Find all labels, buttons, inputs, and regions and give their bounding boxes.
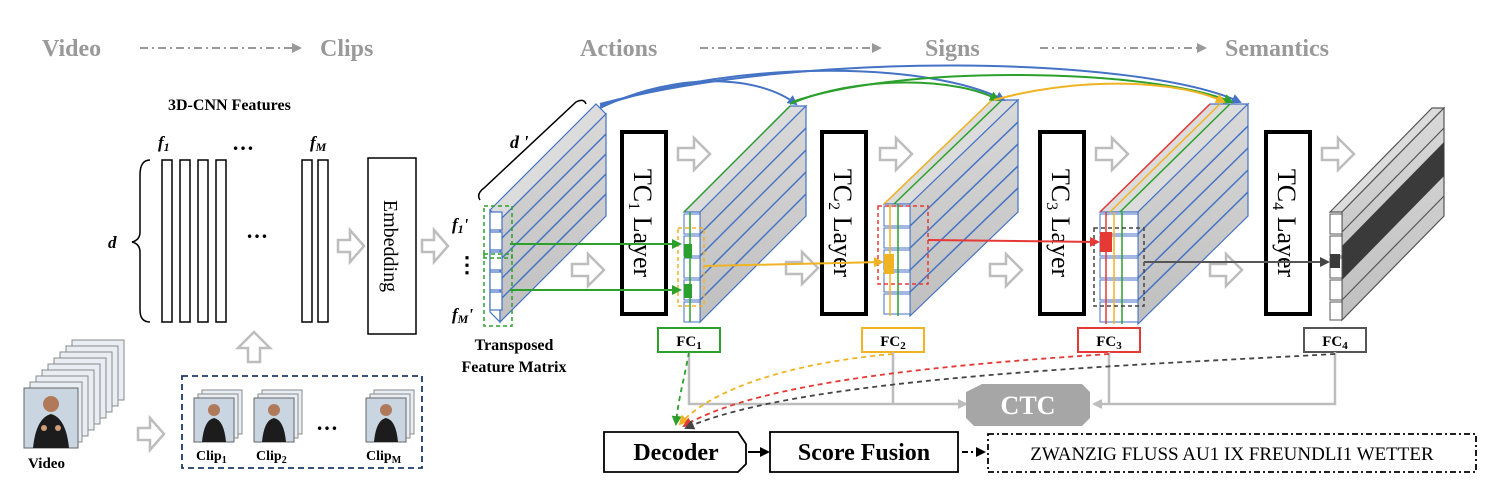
label-d: d [108, 233, 117, 252]
clip-1 [193, 389, 243, 443]
fc4-label: FC4 [1322, 334, 1348, 352]
embedding-box [367, 157, 417, 335]
label-fM: fM [310, 133, 327, 154]
skip-yellow-1 [993, 82, 1226, 103]
video-frame-stack [23, 339, 125, 449]
feature-block-1 [677, 104, 808, 324]
score-fusion-label: Score Fusion [798, 440, 930, 466]
dashed-fc2-decoder [678, 353, 894, 426]
line-fc4-ctc [1092, 352, 1337, 409]
clips-dots: … [316, 410, 338, 435]
features-dots-top: … [232, 130, 254, 155]
label-fM-prime: fM' [452, 305, 473, 326]
stage-actions: Actions [580, 36, 657, 62]
decoder-box [603, 431, 747, 473]
stage-semantics: Semantics [1225, 36, 1329, 62]
tc1-layer-box [620, 130, 668, 316]
tc1-layer-label: TC1 Layer [625, 169, 657, 278]
label-f1: f1 [158, 133, 170, 154]
feature-block-4 [1328, 106, 1446, 322]
fc3-label: FC3 [1096, 334, 1122, 352]
arrow-block2-to-block3 [927, 236, 1100, 247]
fc2-label: FC2 [880, 334, 906, 352]
score-fusion-box [769, 431, 959, 473]
clip-1-label: Clip1 [196, 449, 227, 466]
line-fc1-ctc [687, 352, 968, 409]
video-label: Video [28, 456, 65, 472]
stage-video: Video [42, 36, 101, 62]
clip-2 [253, 389, 303, 443]
brace-d [131, 159, 151, 323]
decoder-label: Decoder [633, 440, 719, 466]
tc4-layer-box [1264, 130, 1312, 316]
fc3-box [1077, 327, 1141, 353]
clip-2-label: Clip2 [256, 449, 287, 466]
skip-blue-2 [599, 69, 1006, 107]
clip-M [365, 389, 415, 443]
ctc-box [966, 384, 1090, 426]
tc4-layer-label: TC4 Layer [1269, 169, 1301, 278]
transposed-label-line2: Feature Matrix [462, 359, 567, 376]
stage-signs: Signs [925, 36, 980, 62]
dashed-fc1-decoder [671, 351, 690, 426]
features-title: 3D-CNN Features [168, 97, 291, 114]
hollow-arrows [136, 134, 1356, 454]
signer-body [33, 414, 69, 448]
tc2-layer-label: TC2 Layer [825, 169, 857, 278]
skip-green-2 [791, 74, 1234, 104]
ctc-label: CTC [1001, 391, 1056, 420]
embedding-label: Embedding [379, 200, 401, 292]
stage-clips: Clips [320, 36, 373, 62]
signer-head [43, 396, 59, 412]
feature-block-2 [877, 98, 1020, 318]
output-sentence: ZWANZIG FLUSS AU1 IX FREUNDLI1 WETTER [1030, 444, 1434, 465]
fc1-box [657, 327, 721, 353]
label-d-prime: d ' [510, 132, 529, 152]
features-dots-mid: … [246, 218, 268, 243]
brace-d-prime [477, 99, 587, 201]
transposed-feature-matrix [483, 103, 607, 327]
feature-block-3 [1093, 102, 1250, 326]
output-sentence-box [987, 433, 1477, 473]
tc3-layer-label: TC3 Layer [1043, 169, 1075, 278]
fc1-label: FC1 [676, 334, 702, 352]
tc3-layer-box [1038, 130, 1086, 316]
skip-blue-1 [599, 80, 798, 109]
clip-M-label: ClipM [366, 449, 402, 466]
clips-box [181, 375, 423, 469]
feature-columns [161, 159, 329, 323]
skip-blue-3 [599, 64, 1242, 105]
transposed-dots: ⋮ [456, 252, 478, 277]
tc2-layer-box [820, 130, 868, 316]
label-f1-prime: f1' [452, 215, 469, 236]
transposed-label-line1: Transposed [475, 337, 554, 354]
dashed-fc4-decoder [684, 353, 1336, 430]
arrow-block1-to-block2 [703, 257, 884, 268]
